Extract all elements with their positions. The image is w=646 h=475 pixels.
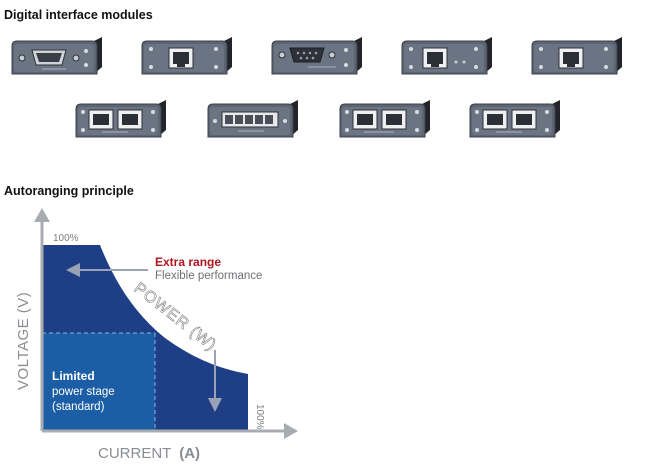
x-axis-label-main: CURRENT bbox=[98, 445, 171, 462]
limited-line-3: (standard) bbox=[52, 401, 105, 413]
screw-icon bbox=[18, 54, 26, 62]
interface-module-terminal-block bbox=[204, 97, 302, 143]
interface-module-rj45 bbox=[528, 34, 626, 80]
interface-module-rj45-dual bbox=[336, 97, 434, 143]
arrow-down-icon bbox=[208, 398, 222, 412]
x-axis-arrow-icon bbox=[284, 423, 298, 439]
autoranging-diagram: 100% 100% Extra range Flexible performan… bbox=[0, 200, 320, 475]
extra-range-title: Extra range bbox=[155, 255, 221, 269]
extra-range-subtitle: Flexible performance bbox=[155, 270, 262, 282]
y-axis-arrow-icon bbox=[34, 208, 50, 222]
interface-module-rj45-dual bbox=[72, 97, 170, 143]
interface-module-rj45 bbox=[398, 34, 496, 80]
section-title-autoranging-principle: Autoranging principle bbox=[4, 184, 134, 198]
top-percent-label: 100% bbox=[53, 233, 79, 244]
limited-line-2: power stage bbox=[52, 386, 115, 398]
interface-module-db9-female bbox=[268, 34, 366, 80]
interface-module-rj45 bbox=[138, 34, 236, 80]
interface-module-db9-male bbox=[8, 34, 106, 80]
db9-connector-icon bbox=[289, 47, 325, 63]
interface-module-rj45-dual bbox=[466, 97, 564, 143]
section-title-digital-interface-modules: Digital interface modules bbox=[4, 8, 153, 22]
y-axis-label: VOLTAGE (V) bbox=[15, 292, 32, 390]
x-axis-label: CURRENT (A) bbox=[98, 445, 200, 462]
limited-title: Limited bbox=[52, 369, 95, 383]
limited-power-stage-region bbox=[42, 333, 155, 431]
right-percent-label: 100% bbox=[254, 404, 265, 430]
x-axis-label-unit: (A) bbox=[179, 445, 200, 462]
arrow-left-icon bbox=[66, 263, 80, 277]
screw-icon bbox=[72, 54, 80, 62]
